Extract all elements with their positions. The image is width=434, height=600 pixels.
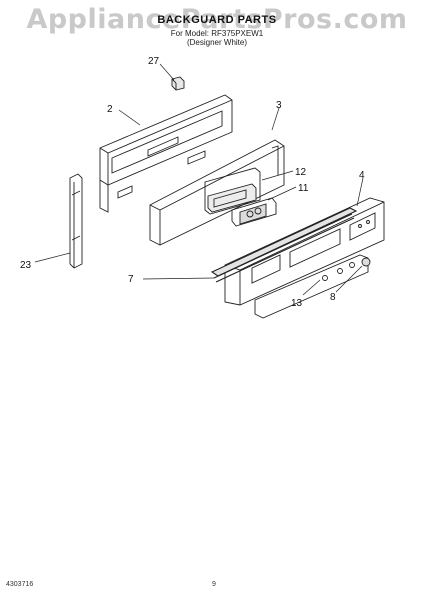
color-subtitle: (Designer White) bbox=[186, 38, 247, 47]
part-27-clip bbox=[171, 76, 185, 91]
callout-3: 3 bbox=[276, 100, 282, 111]
callout-12: 12 bbox=[295, 167, 307, 178]
callout-27: 27 bbox=[148, 56, 160, 67]
part-23-end-cap bbox=[69, 173, 83, 269]
site-watermark: AppliancePartsPros.com bbox=[26, 4, 408, 35]
model-subtitle: For Model: RF375PXEW1 bbox=[170, 29, 264, 38]
part-12-display-window bbox=[207, 183, 257, 213]
callout-23: 23 bbox=[20, 260, 32, 271]
part-7-trim-strip bbox=[210, 207, 358, 283]
document-number: 4303716 bbox=[6, 581, 34, 588]
page-number: 9 bbox=[212, 581, 216, 588]
leader-lines bbox=[34, 63, 364, 296]
part-3-front-panel bbox=[149, 139, 285, 246]
callout-7: 7 bbox=[128, 274, 134, 285]
part-8-knob bbox=[361, 257, 371, 267]
callout-4: 4 bbox=[359, 170, 365, 181]
callout-2: 2 bbox=[107, 104, 113, 115]
callout-11: 11 bbox=[298, 183, 309, 194]
callout-8: 8 bbox=[330, 292, 336, 303]
page-title: BACKGUARD PARTS bbox=[157, 14, 277, 26]
part-2-rear-panel bbox=[99, 94, 233, 213]
callout-13: 13 bbox=[291, 298, 303, 309]
part-13-overlay bbox=[254, 254, 369, 319]
